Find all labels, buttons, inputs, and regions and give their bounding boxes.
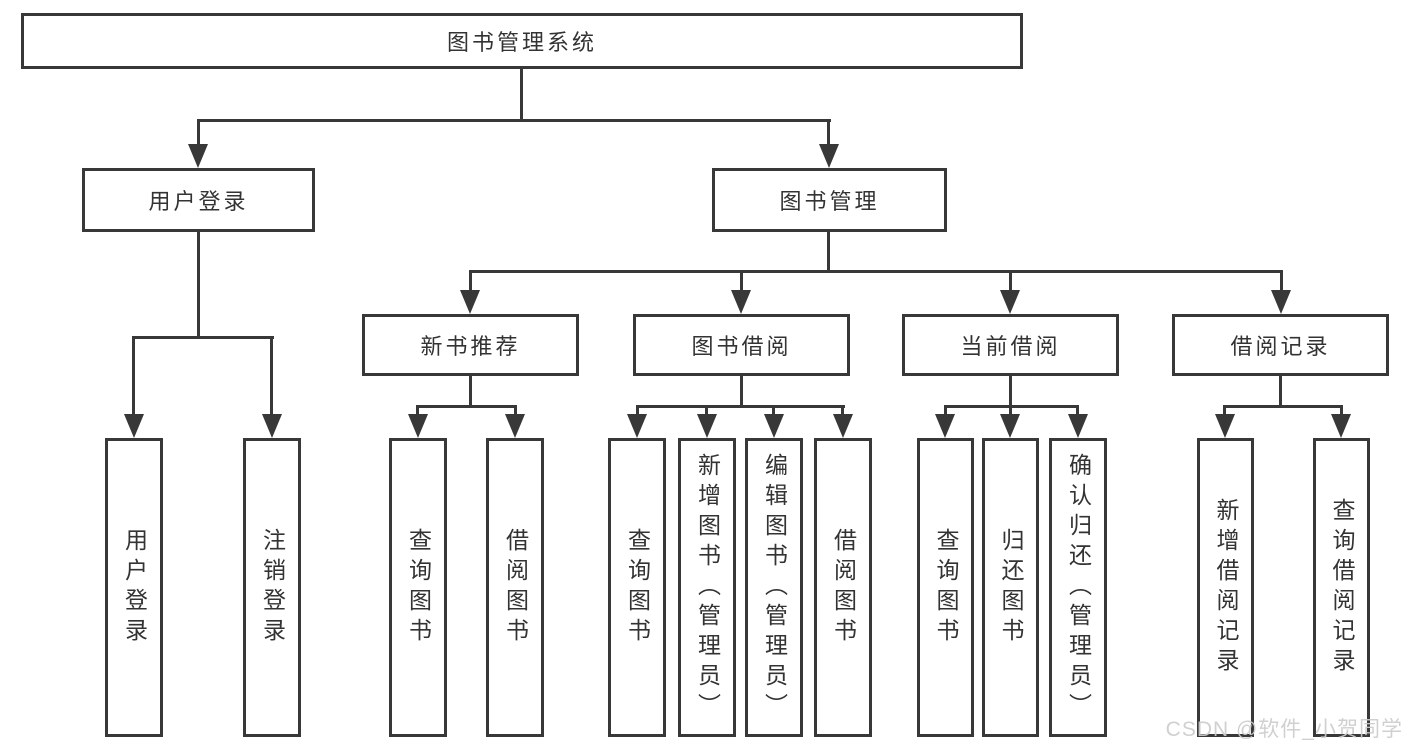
edge-group4-drop: [944, 405, 947, 416]
arrow-down-icon: [1000, 414, 1020, 438]
node-root: 图书管理系统: [21, 13, 1023, 69]
arrow-down-icon: [408, 414, 428, 438]
edge-group2-drop: [514, 405, 517, 416]
node-book-management: 图书管理: [712, 168, 947, 232]
leaf-edit-books-admin-label: 编辑图书（管理员）: [761, 452, 788, 723]
leaf-borrow-books-1: 借阅图书: [486, 438, 544, 737]
leaf-query-books-3-label: 查询图书: [933, 527, 959, 648]
edge-drop-new-books: [469, 270, 472, 292]
arrow-down-icon: [697, 414, 717, 438]
node-user-login-label: 用户登录: [148, 189, 249, 214]
node-book-borrowing: 图书借阅: [633, 314, 850, 376]
arrow-down-icon: [188, 144, 208, 168]
edge-group2-stem: [469, 376, 472, 408]
leaf-borrow-books-1-label: 借阅图书: [502, 527, 529, 648]
edge-group3-splitter: [636, 405, 845, 408]
edge-drop-borrowing: [740, 270, 743, 292]
leaf-query-books-1-label: 查询图书: [405, 527, 432, 648]
leaf-logout-label: 注销登录: [259, 527, 286, 648]
edge-group3-drop: [705, 405, 708, 416]
edge-group4-drop: [1009, 405, 1012, 416]
node-new-book-recommend: 新书推荐: [362, 314, 579, 376]
edge-group3-stem: [740, 376, 743, 408]
edge-group5-drop: [1340, 405, 1343, 416]
edge-group5-splitter: [1223, 405, 1342, 408]
leaf-borrow-books-2-label: 借阅图书: [830, 527, 857, 648]
edge-drop-book-mgmt: [827, 119, 830, 147]
edge-group4-stem: [1009, 376, 1012, 408]
node-current-borrowing-label: 当前借阅: [960, 334, 1061, 359]
edge-user-login-stem: [197, 232, 200, 339]
arrow-down-icon: [262, 414, 282, 438]
edge-group2-splitter: [416, 405, 517, 408]
arrow-down-icon: [1068, 414, 1088, 438]
edge-drop-login: [132, 336, 135, 416]
leaf-query-borrow-record: 查询借阅记录: [1313, 438, 1370, 737]
leaf-add-borrow-record-label: 新增借阅记录: [1213, 497, 1239, 678]
arrow-down-icon: [627, 414, 647, 438]
arrow-down-icon: [935, 414, 955, 438]
arrow-down-icon: [1331, 414, 1351, 438]
edge-group5-drop: [1223, 405, 1226, 416]
leaf-query-books-2-label: 查询图书: [624, 527, 651, 648]
edge-root-splitter: [197, 119, 831, 122]
leaf-confirm-return-admin: 确认归还（管理员）: [1049, 438, 1107, 737]
leaf-add-borrow-record: 新增借阅记录: [1197, 438, 1254, 737]
node-book-borrowing-label: 图书借阅: [691, 334, 792, 359]
node-borrow-records-label: 借阅记录: [1230, 334, 1331, 359]
leaf-query-books-3: 查询图书: [917, 438, 974, 737]
edge-group2-drop: [416, 405, 419, 416]
edge-group3-drop: [841, 405, 844, 416]
arrow-down-icon: [505, 414, 525, 438]
edge-group4-drop: [1076, 405, 1079, 416]
arrow-down-icon: [819, 144, 839, 168]
edge-group5-stem: [1279, 376, 1282, 408]
node-current-borrowing: 当前借阅: [902, 314, 1119, 376]
node-root-label: 图书管理系统: [446, 30, 597, 55]
edge-drop-user-login: [197, 119, 200, 147]
edge-drop-logout: [270, 336, 273, 416]
leaf-query-borrow-record-label: 查询借阅记录: [1329, 497, 1355, 678]
arrow-down-icon: [1000, 290, 1020, 314]
arrow-down-icon: [1215, 414, 1235, 438]
leaf-logout: 注销登录: [243, 438, 301, 737]
edge-group3-drop: [772, 405, 775, 416]
arrow-down-icon: [460, 290, 480, 314]
edge-book-mgmt-splitter: [469, 270, 1283, 273]
arrow-down-icon: [1271, 290, 1291, 314]
watermark: CSDN @软件_小贺同学: [1165, 718, 1403, 741]
arrow-down-icon: [124, 414, 144, 438]
leaf-return-books-label: 归还图书: [998, 527, 1024, 648]
edge-root-stem: [520, 67, 523, 122]
arrow-down-icon: [731, 290, 751, 314]
edge-drop-records: [1280, 270, 1283, 292]
node-new-book-recommend-label: 新书推荐: [420, 334, 521, 359]
arrow-down-icon: [764, 414, 784, 438]
edge-group3-drop: [636, 405, 639, 416]
edge-user-login-splitter: [132, 336, 274, 339]
node-book-management-label: 图书管理: [779, 189, 880, 214]
leaf-add-books-admin-label: 新增图书（管理员）: [694, 452, 721, 723]
leaf-edit-books-admin: 编辑图书（管理员）: [745, 438, 803, 737]
arrow-down-icon: [833, 414, 853, 438]
leaf-return-books: 归还图书: [982, 438, 1039, 737]
node-borrow-records: 借阅记录: [1172, 314, 1389, 376]
leaf-confirm-return-admin-label: 确认归还（管理员）: [1065, 452, 1092, 723]
leaf-user-login: 用户登录: [105, 438, 163, 737]
node-user-login: 用户登录: [82, 168, 315, 232]
leaf-query-books-2: 查询图书: [608, 438, 666, 737]
leaf-add-books-admin: 新增图书（管理员）: [678, 438, 736, 737]
edge-drop-current: [1009, 270, 1012, 292]
edge-book-mgmt-stem: [827, 232, 830, 273]
leaf-user-login-label: 用户登录: [121, 527, 148, 648]
leaf-query-books-1: 查询图书: [389, 438, 447, 737]
leaf-borrow-books-2: 借阅图书: [814, 438, 872, 737]
